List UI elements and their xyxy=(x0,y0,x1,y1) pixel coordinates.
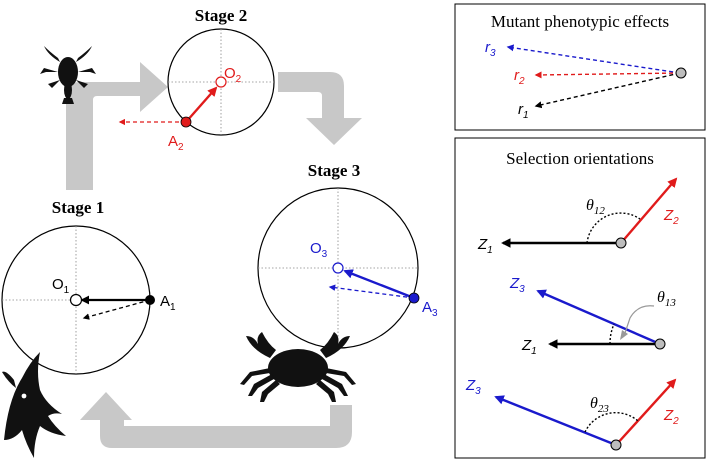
mutant-r2-arrow xyxy=(534,71,681,79)
z3-label-3: Z3 xyxy=(465,377,481,397)
mutant-r1-label: r1 xyxy=(518,101,529,121)
selection-orientations-panel: Selection orientations Z1 Z2 θ12 Z3 Z1 θ… xyxy=(454,137,706,459)
mutant-r2-label: r2 xyxy=(514,67,525,87)
theta13-label: θ13 xyxy=(657,289,676,309)
stage-2-selection-arrow xyxy=(185,86,218,123)
stage-2-optimum xyxy=(215,76,227,88)
stage-1-mutant-arrow xyxy=(82,299,151,320)
stage-3-origin-label: O3 xyxy=(310,240,328,260)
stage-2-point-label: A2 xyxy=(168,133,184,153)
mutant-panel-title: Mutant phenotypic effects xyxy=(491,12,669,31)
z1-label-1: Z1 xyxy=(477,236,493,256)
cycle-arrow-1-to-2 xyxy=(66,62,168,190)
stage-2-origin-label: O2 xyxy=(224,65,242,85)
mutant-panel-frame xyxy=(454,3,706,131)
theta13-pointer xyxy=(623,305,655,337)
fish-silhouette-icon xyxy=(2,352,66,458)
cycle-arrow-3-to-1 xyxy=(80,392,352,448)
z3-vector xyxy=(536,289,661,346)
stage-3-selection-arrow xyxy=(343,269,415,300)
cycle-arrow-2-to-3 xyxy=(278,72,362,145)
orientation-z1-z3: Z3 Z1 θ13 xyxy=(509,275,676,357)
theta13-arc xyxy=(609,323,615,345)
z3-label-2: Z3 xyxy=(509,275,525,295)
stage-3-point-label: A3 xyxy=(422,299,438,319)
stage-3-optimum xyxy=(332,262,344,274)
pair1-origin-point xyxy=(615,237,627,249)
stage-1-title: Stage 1 xyxy=(52,198,104,217)
stage-2-title: Stage 2 xyxy=(195,6,247,25)
stage-3-mutant-arrow xyxy=(328,284,415,299)
z2-label-1: Z2 xyxy=(663,207,679,227)
stage-1-origin-label: O1 xyxy=(52,276,70,296)
z2-label-3: Z2 xyxy=(663,407,679,427)
larva-silhouette-icon xyxy=(40,46,96,104)
mutant-r1-arrow xyxy=(534,72,681,109)
selection-panel-frame xyxy=(454,137,706,459)
stage-2: Stage 2 O2 A2 xyxy=(118,6,275,153)
z2-vector-3 xyxy=(615,378,677,446)
stage-3-phenotype-point xyxy=(408,292,420,304)
z3-vector-3 xyxy=(494,395,617,447)
cycle-arrows xyxy=(66,62,362,448)
stage-1: Stage 1 O1 A1 xyxy=(1,198,176,375)
theta23-label: θ23 xyxy=(590,395,609,415)
stage-2-phenotype-point xyxy=(180,116,192,128)
theta12-label: θ12 xyxy=(586,197,605,217)
orientation-z1-z2: Z1 Z2 θ12 xyxy=(477,177,679,256)
mutant-effects-panel: Mutant phenotypic effects r3 r2 r1 xyxy=(454,3,706,131)
pair2-origin-point xyxy=(654,338,666,350)
mutant-origin-point xyxy=(675,67,687,79)
selection-panel-title: Selection orientations xyxy=(506,149,654,168)
z1-label-2: Z1 xyxy=(521,337,537,357)
stage-1-phenotype-point xyxy=(145,295,155,305)
theta12-arc xyxy=(586,212,641,244)
mutant-r3-label: r3 xyxy=(485,39,496,59)
pair3-origin-point xyxy=(610,439,622,451)
stage-1-point-label: A1 xyxy=(160,293,176,313)
crab-silhouette-icon xyxy=(240,332,356,402)
stage-3-title: Stage 3 xyxy=(308,161,360,180)
orientation-z2-z3: Z3 Z2 θ23 xyxy=(465,377,679,451)
stage-1-optimum xyxy=(69,293,83,307)
mutant-r3-arrow xyxy=(506,44,681,74)
z2-vector xyxy=(620,177,678,244)
stage-3: Stage 3 O3 A3 xyxy=(257,161,438,349)
